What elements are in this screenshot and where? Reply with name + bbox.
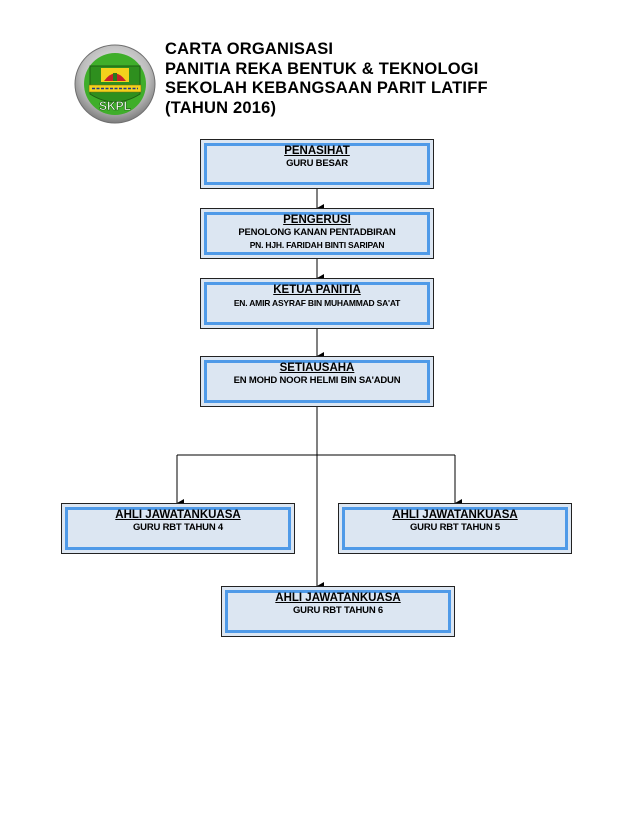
node-ajk-tahun5: AHLI JAWATANKUASA GURU RBT TAHUN 5 (338, 503, 572, 554)
node-pengerusi-line-2: PN. HJH. FARIDAH BINTI SARIPAN (249, 240, 385, 250)
node-ketua-panitia: KETUA PANITIA EN. AMIR ASYRAF BIN MUHAMM… (200, 278, 434, 329)
node-ajk-tahun6-line-1: GURU RBT TAHUN 6 (292, 605, 384, 616)
node-penasihat-title: PENASIHAT (284, 145, 350, 157)
node-ajk-tahun4-line-1: GURU RBT TAHUN 4 (132, 522, 224, 533)
node-ajk-tahun4-title: AHLI JAWATANKUASA (115, 509, 241, 521)
node-setiausaha-line-1: EN MOHD NOOR HELMI BIN SA'ADUN (233, 375, 401, 386)
title-line-1: CARTA ORGANISASI (165, 40, 334, 58)
node-penasihat-line-1: GURU BESAR (286, 158, 348, 169)
node-pengerusi: PENGERUSI PENOLONG KANAN PENTADBIRAN PN.… (200, 208, 434, 259)
node-setiausaha-title: SETIAUSAHA (279, 362, 355, 374)
node-ajk-tahun5-title: AHLI JAWATANKUASA (392, 509, 518, 521)
chart-title: CARTA ORGANISASI PANITIA REKA BENTUK & T… (165, 40, 488, 118)
title-line-3: SEKOLAH KEBANGSAAN PARIT LATIFF (165, 79, 488, 97)
node-ajk-tahun6-title: AHLI JAWATANKUASA (275, 592, 401, 604)
node-ajk-tahun4: AHLI JAWATANKUASA GURU RBT TAHUN 4 (61, 503, 295, 554)
node-ajk-tahun6: AHLI JAWATANKUASA GURU RBT TAHUN 6 (221, 586, 455, 637)
node-penasihat: PENASIHAT GURU BESAR (200, 139, 434, 189)
node-ajk-tahun5-line-1: GURU RBT TAHUN 5 (409, 522, 501, 533)
title-line-2: PANITIA REKA BENTUK & TEKNOLOGI (165, 59, 479, 78)
school-logo: SKPL (74, 44, 156, 124)
node-ketua-panitia-title: KETUA PANITIA (273, 284, 361, 296)
node-ketua-panitia-line-1: EN. AMIR ASYRAF BIN MUHAMMAD SA'AT (233, 298, 401, 308)
title-line-4: (TAHUN 2016) (165, 98, 277, 117)
node-pengerusi-title: PENGERUSI (283, 214, 351, 226)
node-pengerusi-line-1: PENOLONG KANAN PENTADBIRAN (238, 227, 396, 238)
logo-lettering: SKPL (99, 99, 131, 113)
node-setiausaha: SETIAUSAHA EN MOHD NOOR HELMI BIN SA'ADU… (200, 356, 434, 407)
